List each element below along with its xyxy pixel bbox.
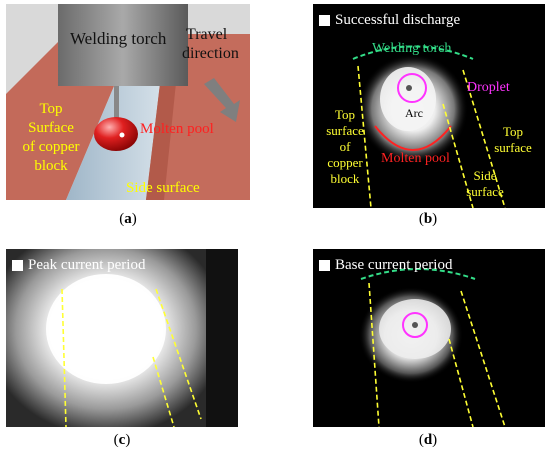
square-marker-icon: [319, 15, 330, 26]
torch-outline-d: [360, 268, 476, 280]
panel-c-photo: Peak current period: [6, 249, 238, 427]
molten-pool-outline: [374, 125, 452, 151]
electrode: [114, 86, 119, 121]
left-boundary-line-d: [368, 282, 380, 427]
travel-arrow-icon: [204, 78, 240, 122]
caption-a: (a): [119, 211, 137, 227]
panel-d-drawing: [359, 268, 506, 427]
panel-b-title: Successful discharge: [319, 12, 460, 29]
side-surface-label-b: Side surface: [466, 168, 504, 199]
panel-a-illustration: Welding torch Travel direction Top Surfa…: [6, 4, 250, 200]
torch-label-b: Welding torch: [372, 41, 452, 56]
droplet-circle-d: [402, 312, 428, 338]
travel-label-line1: Travel: [186, 26, 228, 43]
side-surface-label: Side surface: [126, 180, 200, 196]
side-boundary-line-c: [152, 356, 175, 427]
arc-label: Arc: [405, 106, 423, 120]
droplet-circle: [397, 73, 427, 103]
molten-pool-label-b: Molten pool: [381, 151, 450, 166]
panel-a-drawing: [6, 4, 250, 200]
panel-b-drawing: [352, 45, 506, 208]
left-boundary-line-c: [61, 288, 67, 427]
right-boundary-line-d: [460, 290, 506, 427]
side-boundary-line: [442, 103, 474, 208]
panel-c-drawing: [6, 249, 238, 427]
top-surface-left-label: Top surface of copper block: [326, 107, 364, 186]
caption-d: (d): [418, 432, 438, 448]
travel-label-line2: direction: [182, 45, 239, 62]
molten-pool-shape: [94, 117, 138, 151]
welding-torch: [58, 4, 188, 86]
torch-label: Welding torch: [70, 29, 167, 48]
panel-d-photo: Base current period: [313, 249, 545, 427]
square-marker-icon: [319, 260, 330, 271]
top-surface-right-label: Top surface: [494, 124, 532, 155]
square-marker-icon: [12, 260, 23, 271]
panel-d-title: Base current period: [319, 257, 452, 274]
top-surface-label: Top Surface of copper block: [22, 101, 80, 174]
side-boundary-line-d: [448, 338, 474, 427]
caption-c: (c): [113, 432, 131, 448]
right-boundary-line: [462, 69, 506, 208]
droplet-label: Droplet: [467, 80, 510, 95]
panel-b-photo: Successful discharge Welding torch Dropl…: [313, 4, 545, 208]
caption-b: (b): [418, 211, 438, 227]
right-boundary-line-c: [155, 288, 202, 420]
panel-c-title: Peak current period: [12, 257, 145, 274]
molten-pool-label: Molten pool: [140, 121, 214, 137]
